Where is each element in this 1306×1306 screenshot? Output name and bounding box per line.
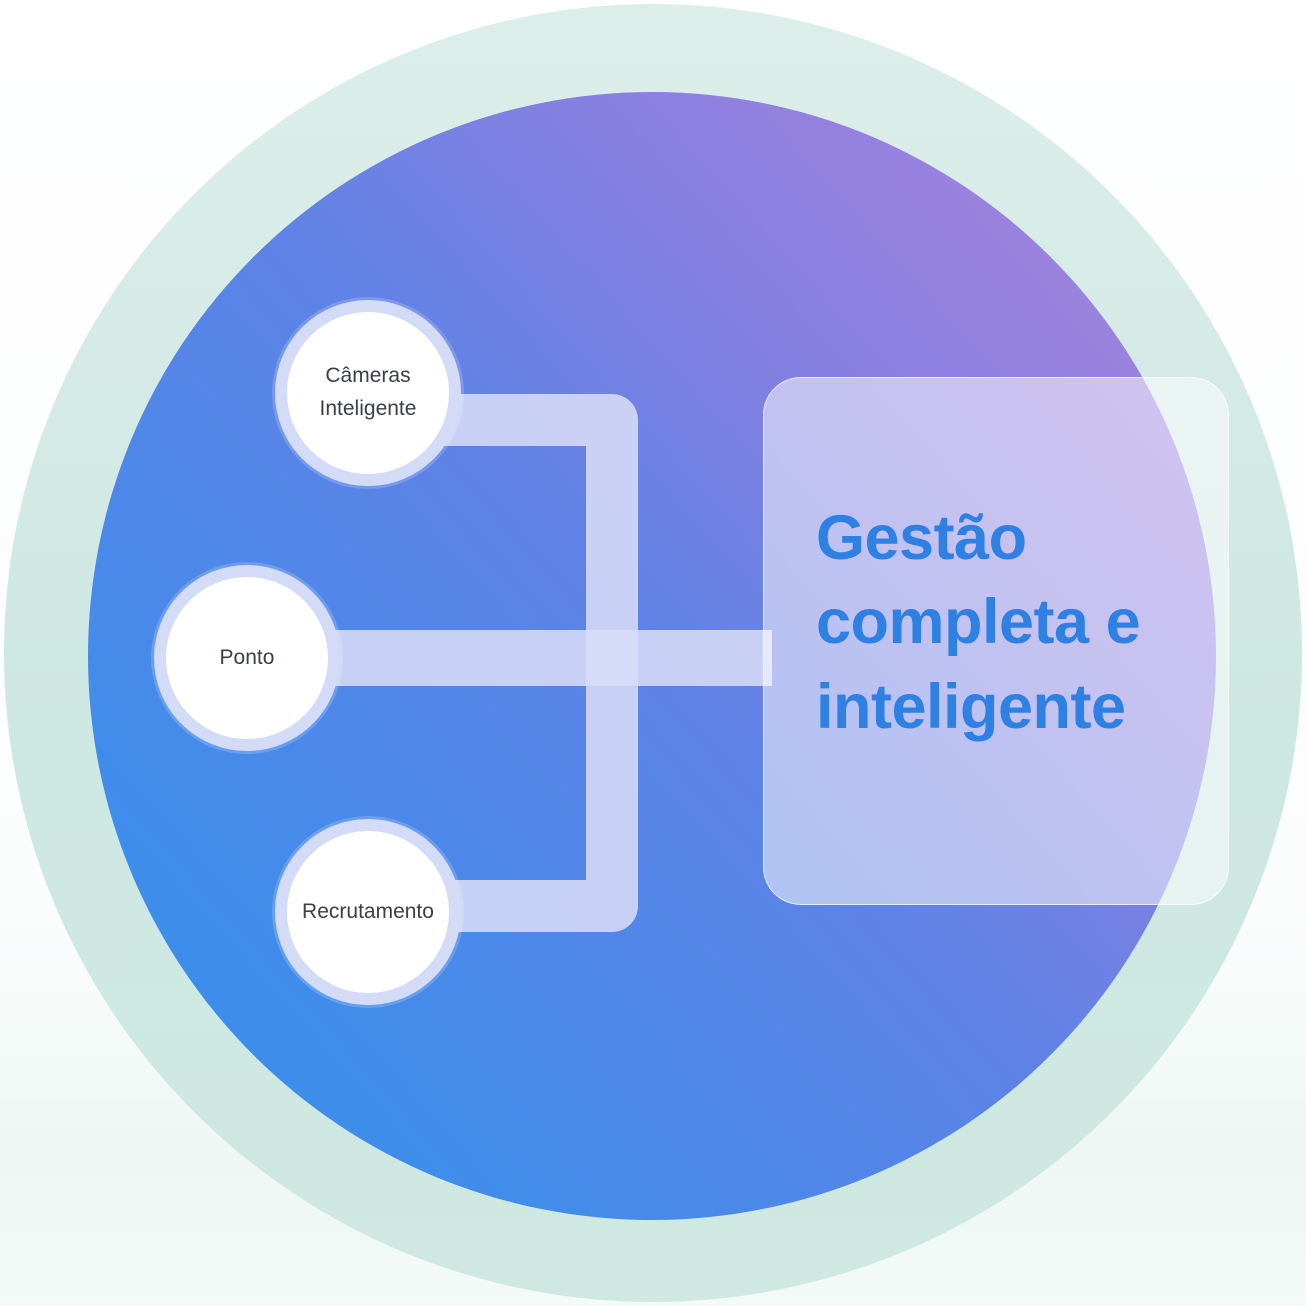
node-cameras-label: Câmeras Inteligente	[319, 364, 417, 420]
node-recrutamento-label: Recrutamento	[302, 899, 434, 923]
result-panel: Gestão completa e inteligente	[763, 377, 1229, 905]
node-ponto: Ponto	[154, 565, 340, 751]
node-recrutamento: Recrutamento	[275, 819, 461, 1005]
node-cameras-inteligente: Câmeras Inteligente	[275, 300, 461, 486]
node-ponto-label: Ponto	[219, 645, 275, 669]
panel-title: Gestão completa e inteligente	[816, 503, 1141, 742]
